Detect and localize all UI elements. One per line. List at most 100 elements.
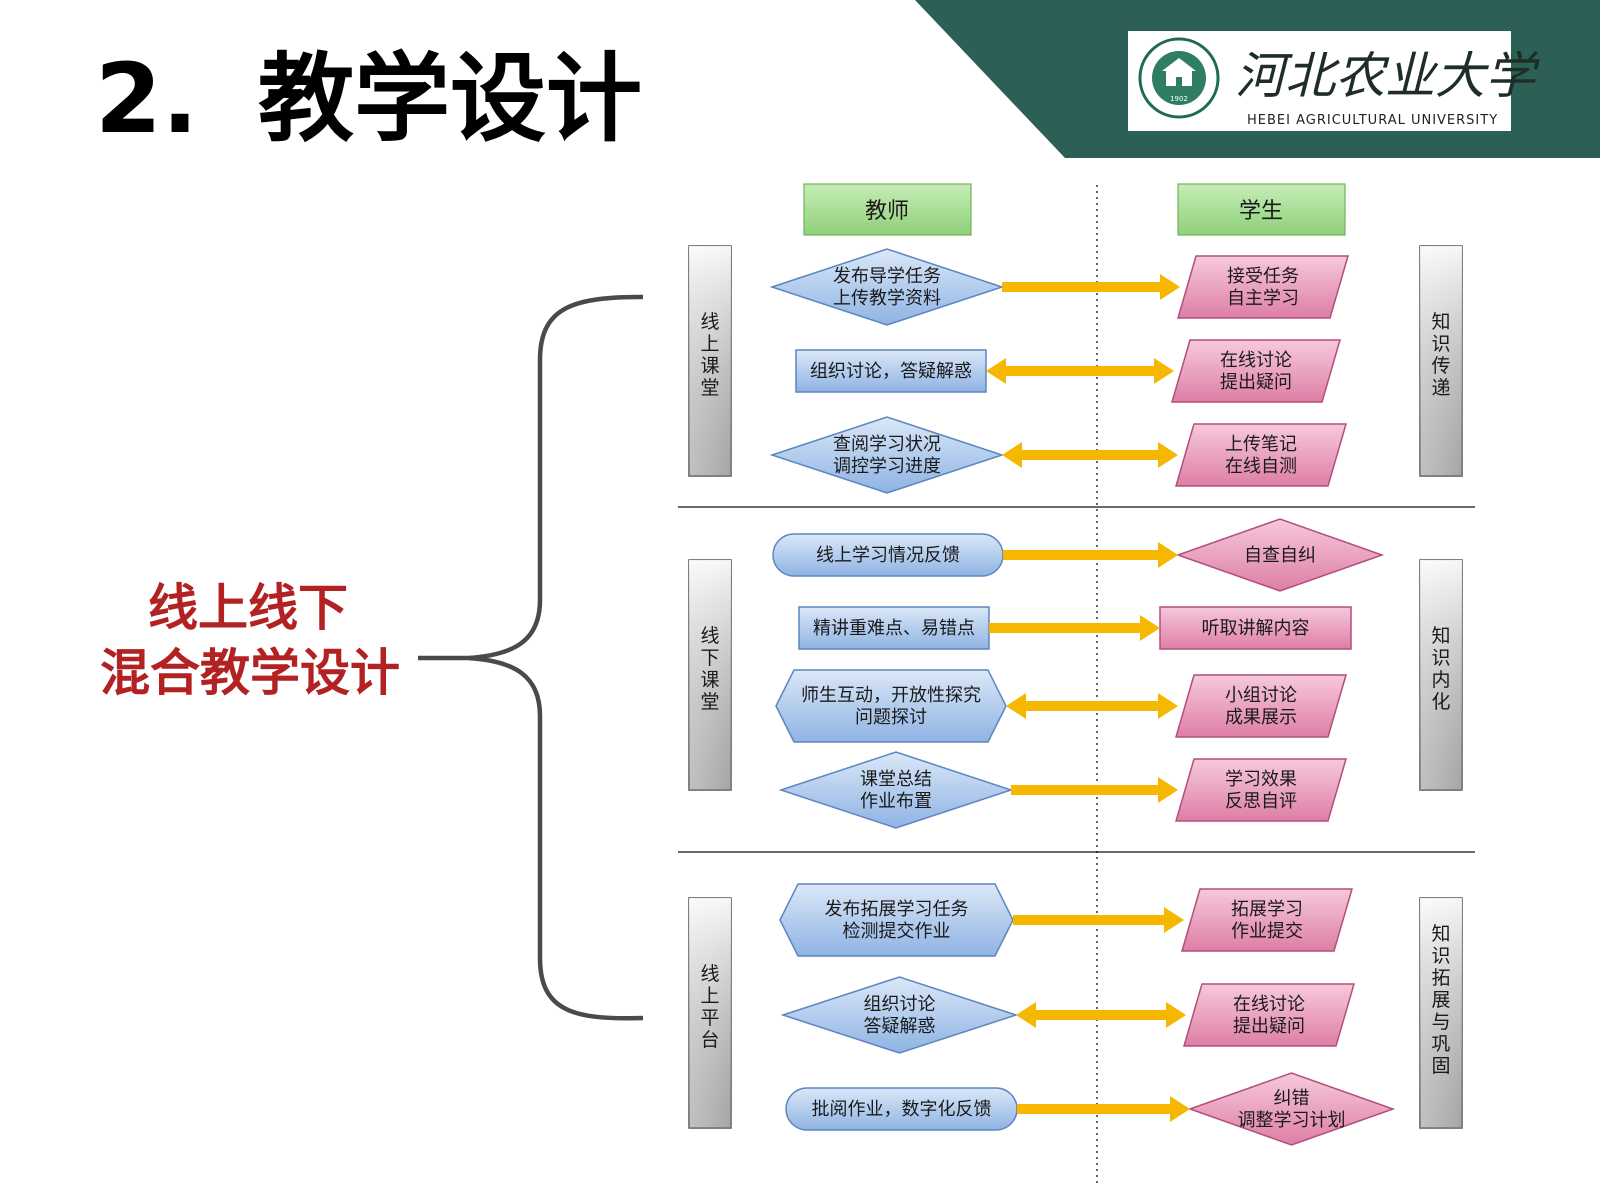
arrow-head-right <box>1158 542 1178 568</box>
flow-row: 组织讨论，答疑解惑 在线讨论提出疑问 <box>795 339 1341 403</box>
one-way-arrow <box>1017 1096 1190 1122</box>
two-way-arrow <box>986 358 1174 384</box>
one-way-arrow <box>1002 274 1180 300</box>
teacher-node: 组织讨论答疑解惑 <box>780 976 1019 1054</box>
teacher-node: 课堂总结作业布置 <box>778 751 1014 829</box>
arrow-head-right <box>1140 615 1160 641</box>
teacher-node: 精讲重难点、易错点 <box>798 606 990 650</box>
one-way-arrow <box>1003 542 1178 568</box>
arrow-shaft <box>1003 550 1158 560</box>
teacher-node: 组织讨论，答疑解惑 <box>795 349 987 393</box>
teacher-node: 线上学习情况反馈 <box>772 533 1004 577</box>
student-node: 上传笔记在线自测 <box>1175 423 1347 487</box>
side-bar-knowledge-transfer: 知识传递 <box>1419 245 1463 477</box>
flow-row: 批阅作业，数字化反馈 纠错调整学习计划 <box>785 1072 1396 1146</box>
flow-row: 发布导学任务上传教学资料 接受任务自主学习 <box>769 248 1349 326</box>
arrow-shaft <box>1013 915 1164 925</box>
main-label-line2: 混合教学设计 <box>100 644 400 702</box>
teacher-node-label: 线上学习情况反馈 <box>816 545 960 566</box>
arrow-head-left <box>1002 442 1022 468</box>
teacher-node: 查阅学习状况调控学习进度 <box>769 416 1005 494</box>
student-node: 听取讲解内容 <box>1159 606 1352 650</box>
student-node-label: 自查自纠 <box>1244 545 1316 566</box>
student-node: 小组讨论成果展示 <box>1175 674 1347 738</box>
student-node: 纠错调整学习计划 <box>1187 1072 1396 1146</box>
arrow-shaft <box>1022 450 1158 460</box>
column-header-teacher: 教师 <box>803 183 972 236</box>
flow-row: 精讲重难点、易错点 听取讲解内容 <box>798 606 1352 650</box>
arrow-shaft <box>1017 1104 1170 1114</box>
side-bar-online-platform: 线上平台 <box>688 897 732 1129</box>
student-node-label: 在线讨论提出疑问 <box>1233 994 1305 1037</box>
flow-row: 组织讨论答疑解惑 在线讨论提出疑问 <box>780 976 1355 1054</box>
student-node-label: 上传笔记在线自测 <box>1225 434 1297 477</box>
flow-row: 线上学习情况反馈 自查自纠 <box>772 518 1385 592</box>
slide-title: 教学设计 <box>258 43 642 155</box>
flow-row: 师生互动，开放性探究问题探讨 小组讨论成果展示 <box>775 669 1347 743</box>
student-node-label: 在线讨论提出疑问 <box>1220 350 1292 393</box>
university-logo: 1902 河北农业大学 HEBEI AGRICULTURAL UNIVERSIT… <box>1128 31 1540 131</box>
svg-text:学生: 学生 <box>1239 199 1283 224</box>
student-node: 拓展学习作业提交 <box>1181 888 1353 952</box>
arrow-shaft <box>989 623 1140 633</box>
arrow-head-right <box>1166 1002 1186 1028</box>
flow-row: 发布拓展学习任务检测提交作业 拓展学习作业提交 <box>779 883 1353 957</box>
student-node-label: 学习效果反思自评 <box>1225 769 1297 812</box>
svg-text:知识拓展与巩固: 知识拓展与巩固 <box>1431 923 1450 1077</box>
arrow-shaft <box>1006 366 1154 376</box>
teacher-node-label: 精讲重难点、易错点 <box>813 618 975 639</box>
student-node-label: 小组讨论成果展示 <box>1225 685 1297 728</box>
arrow-shaft <box>1002 282 1160 292</box>
teacher-node-label: 课堂总结作业布置 <box>860 769 932 812</box>
one-way-arrow <box>1013 907 1184 933</box>
side-bar-online-class: 线上课堂 <box>688 245 732 477</box>
student-node: 学习效果反思自评 <box>1175 758 1347 822</box>
teacher-node-label: 批阅作业，数字化反馈 <box>812 1099 992 1120</box>
svg-text:线上课堂: 线上课堂 <box>700 311 719 399</box>
university-seal-icon <box>1138 37 1220 119</box>
flow-row: 课堂总结作业布置 学习效果反思自评 <box>778 751 1347 829</box>
student-node: 在线讨论提出疑问 <box>1183 983 1355 1047</box>
student-node-label: 听取讲解内容 <box>1202 618 1310 639</box>
one-way-arrow <box>989 615 1160 641</box>
curly-brace <box>418 294 644 1021</box>
student-node: 自查自纠 <box>1175 518 1385 592</box>
main-label-line1: 线上线下 <box>148 579 348 637</box>
student-node-label: 接受任务自主学习 <box>1227 266 1299 309</box>
student-node-label: 纠错调整学习计划 <box>1238 1088 1346 1131</box>
student-node: 接受任务自主学习 <box>1177 255 1349 319</box>
arrow-head-right <box>1160 274 1180 300</box>
arrow-shaft <box>1036 1010 1166 1020</box>
arrow-head-right <box>1158 693 1178 719</box>
teacher-node-label: 发布导学任务上传教学资料 <box>833 266 941 309</box>
two-way-arrow <box>1006 693 1178 719</box>
side-bar-knowledge-internalization: 知识内化 <box>1419 559 1463 791</box>
side-bar-knowledge-extension: 知识拓展与巩固 <box>1419 897 1463 1129</box>
student-node-label: 拓展学习作业提交 <box>1231 899 1303 942</box>
university-name-chinese: 河北农业大学 <box>1235 47 1540 105</box>
arrow-head-right <box>1170 1096 1190 1122</box>
one-way-arrow <box>1011 777 1178 803</box>
svg-text:线下课堂: 线下课堂 <box>700 625 719 713</box>
slide-number: 2. <box>95 43 198 155</box>
column-header-student: 学生 <box>1177 183 1346 236</box>
student-node: 在线讨论提出疑问 <box>1171 339 1341 403</box>
teacher-node-label: 组织讨论，答疑解惑 <box>810 361 972 382</box>
two-way-arrow <box>1016 1002 1186 1028</box>
svg-text:线上平台: 线上平台 <box>700 963 719 1051</box>
arrow-head-right <box>1158 442 1178 468</box>
arrow-head-right <box>1158 777 1178 803</box>
arrow-shaft <box>1011 785 1158 795</box>
university-name-english: HEBEI AGRICULTURAL UNIVERSITY <box>1247 113 1498 128</box>
teacher-node: 发布导学任务上传教学资料 <box>769 248 1005 326</box>
svg-text:知识内化: 知识内化 <box>1431 625 1450 713</box>
side-bar-offline-class: 线下课堂 <box>688 559 732 791</box>
arrow-head-left <box>986 358 1006 384</box>
arrow-shaft <box>1026 701 1158 711</box>
teacher-node-label: 发布拓展学习任务检测提交作业 <box>825 899 969 942</box>
teacher-node-label: 查阅学习状况调控学习进度 <box>833 434 941 477</box>
teacher-node-label: 师生互动，开放性探究问题探讨 <box>801 685 981 728</box>
two-way-arrow <box>1002 442 1178 468</box>
flow-row: 查阅学习状况调控学习进度 上传笔记在线自测 <box>769 416 1347 494</box>
teacher-node: 发布拓展学习任务检测提交作业 <box>779 883 1014 957</box>
